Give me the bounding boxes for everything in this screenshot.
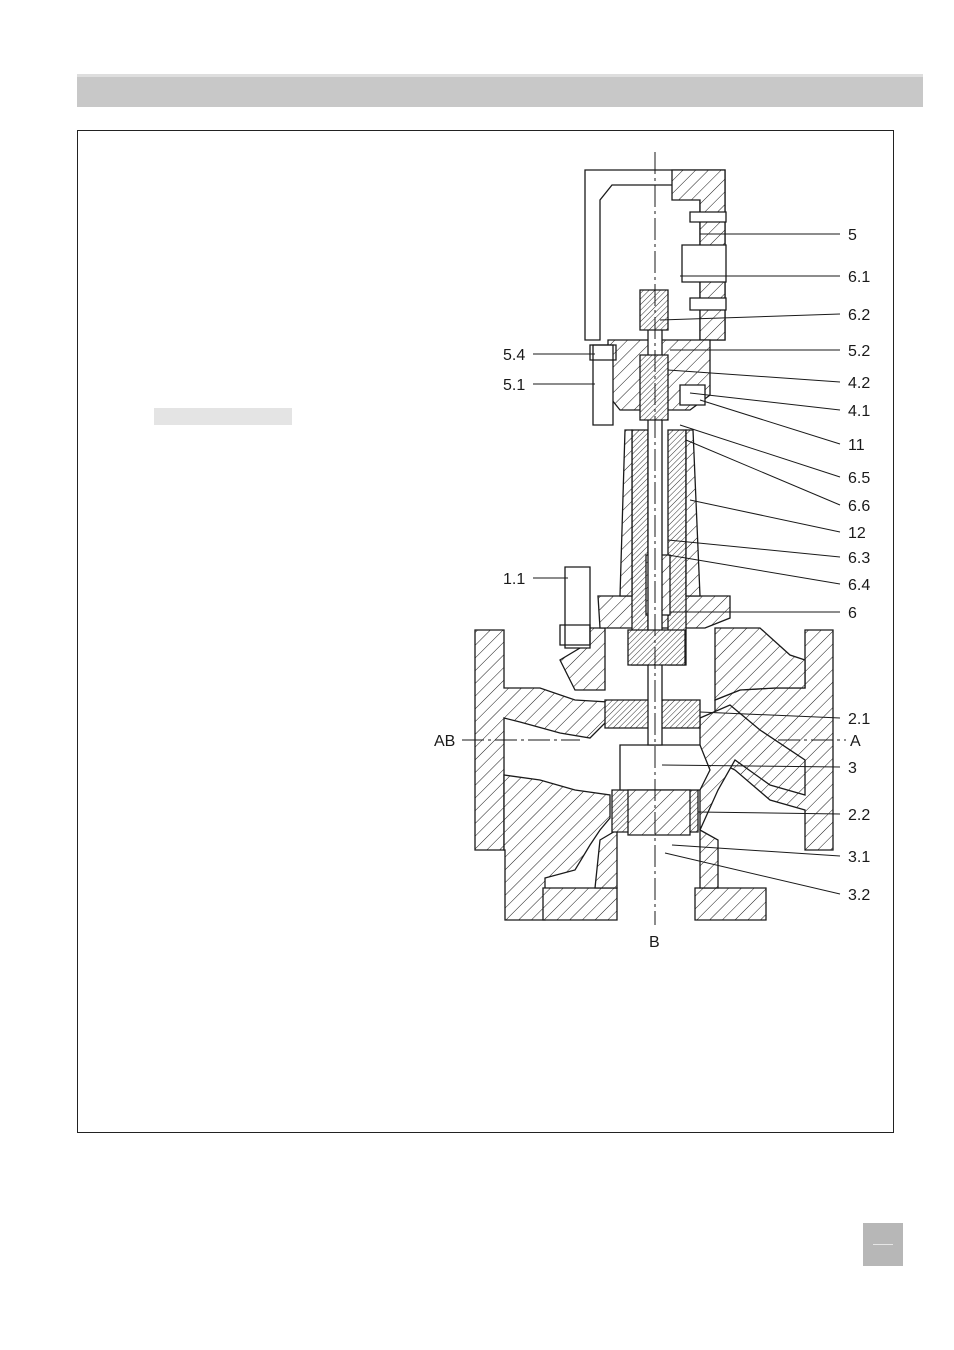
- callout-3-2: 3.2: [848, 887, 870, 904]
- packing-stack: [640, 355, 668, 420]
- valve-body-group: [475, 170, 833, 920]
- callout-6: 6: [848, 605, 857, 622]
- yoke-bolt: [593, 345, 613, 425]
- callout-6-2: 6.2: [848, 307, 870, 324]
- valve-plug: [620, 745, 710, 790]
- callout-5-2: 5.2: [848, 343, 870, 360]
- callout-6-1: 6.1: [848, 269, 870, 286]
- callout-12: 12: [848, 525, 866, 542]
- stem-coupling: [640, 290, 668, 330]
- callout-3: 3: [848, 760, 857, 777]
- callout-2-2: 2.2: [848, 807, 870, 824]
- bonnet-outer-left: [620, 430, 632, 596]
- callout-6-3: 6.3: [848, 550, 870, 567]
- port-label-ab: AB: [434, 733, 455, 750]
- bonnet-outer-right: [686, 430, 700, 596]
- callout-2-1: 2.1: [848, 711, 870, 728]
- yoke-bolt-small-3: [690, 298, 726, 310]
- callout-6-5: 6.5: [848, 470, 870, 487]
- callout-5-4: 5.4: [503, 347, 525, 364]
- yoke-bolt-small-1: [690, 212, 726, 222]
- bottom-outlet-right: [700, 830, 718, 888]
- page-number-tab: [863, 1223, 903, 1266]
- packing-screw: [680, 385, 705, 405]
- bottom-outlet-left: [595, 830, 617, 888]
- bottom-flange-right: [695, 888, 766, 920]
- callout-4-1: 4.1: [848, 403, 870, 420]
- bonnet-lower-guide: [628, 630, 685, 665]
- callout-5: 5: [848, 227, 857, 244]
- callout-11: 11: [848, 437, 865, 454]
- body-bolt: [565, 567, 590, 648]
- bottom-flange: [543, 888, 617, 920]
- plug-stem-lower: [628, 790, 690, 835]
- port-label-b: B: [649, 934, 660, 951]
- callout-3-1: 3.1: [848, 849, 870, 866]
- port-label-a: A: [850, 733, 861, 750]
- callout-1-1: 1.1: [503, 571, 525, 588]
- callout-6-6: 6.6: [848, 498, 870, 515]
- callout-4-2: 4.2: [848, 375, 870, 392]
- callout-5-1: 5.1: [503, 377, 525, 394]
- callout-6-4: 6.4: [848, 577, 870, 594]
